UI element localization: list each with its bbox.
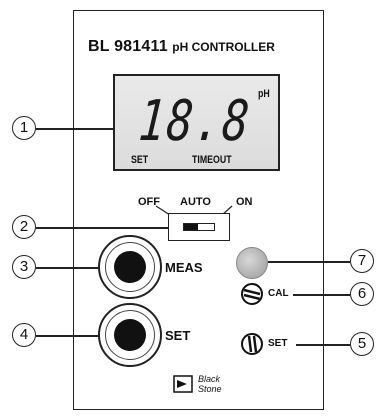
lcd-timeout-indicator: TIMEOUT	[192, 154, 232, 166]
trimmer-slot-icon	[247, 335, 258, 353]
cal-trimmer-label: CAL	[268, 288, 289, 299]
switch-label-off: OFF	[138, 196, 160, 208]
device-type: pH CONTROLLER	[172, 40, 275, 54]
lcd-set-indicator: SET	[131, 154, 149, 166]
callout-5: 5	[350, 332, 374, 356]
set-trimmer[interactable]	[241, 333, 263, 355]
set-button[interactable]	[98, 303, 162, 367]
callout-7: 7	[350, 249, 374, 273]
status-led	[236, 247, 268, 279]
callout-4: 4	[12, 323, 36, 347]
trimmer-slot-icon	[243, 288, 261, 301]
meas-button[interactable]	[98, 235, 162, 299]
panel-title: BL 981411 pH CONTROLLER	[88, 38, 275, 56]
callout-line-4	[36, 335, 99, 337]
switch-label-auto: AUTO	[180, 196, 211, 208]
switch-knob[interactable]	[184, 224, 198, 230]
logo-text: Black Stone	[198, 374, 222, 394]
switch-slot	[183, 223, 215, 231]
callout-line-2	[36, 227, 169, 229]
callout-line-6	[293, 294, 350, 296]
callout-6: 6	[350, 282, 374, 306]
mode-selector-switch[interactable]	[168, 213, 230, 241]
callout-1: 1	[12, 116, 36, 140]
callout-3: 3	[12, 255, 36, 279]
meas-button-label: MEAS	[165, 260, 203, 275]
callout-2: 2	[12, 215, 36, 239]
lcd-reading: 18.8	[136, 89, 254, 154]
model-number: BL 981411	[88, 38, 168, 55]
cal-trimmer[interactable]	[241, 283, 263, 305]
callout-line-7	[268, 261, 350, 263]
black-stone-logo-icon	[173, 375, 193, 393]
set-trimmer-label: SET	[268, 338, 288, 349]
lcd-display	[113, 74, 280, 171]
lcd-unit-indicator: pH	[258, 88, 270, 100]
set-button-label: SET	[165, 328, 191, 343]
callout-line-5	[296, 344, 350, 346]
switch-label-on: ON	[236, 196, 253, 208]
callout-line-3	[36, 267, 99, 269]
callout-line-1	[36, 128, 114, 130]
